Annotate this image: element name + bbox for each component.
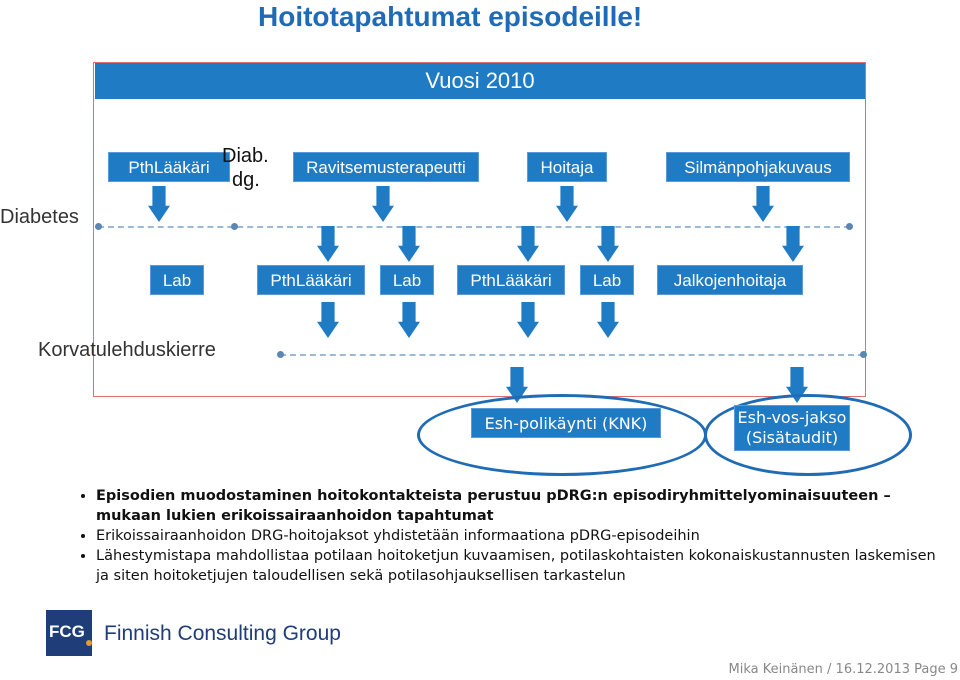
row2-pthlaakari-box: PthLääkäri [257, 265, 365, 295]
arrow-down-icon [517, 302, 539, 338]
arrow-down-icon [597, 302, 619, 338]
bullet-item: Erikoissairaanhoidon DRG-hoitojaksot yhd… [96, 526, 942, 546]
highlight-ellipse [704, 394, 912, 476]
logo-mark-text: FCG [49, 622, 85, 641]
timeline-dot [277, 351, 284, 358]
arrow-down-icon [148, 186, 170, 222]
logo-name: Finnish Consulting Group [104, 622, 341, 645]
diabetes-timeline [98, 226, 850, 228]
bullet-item: Episodien muodostaminen hoitokontakteist… [96, 486, 942, 526]
bullet-list: Episodien muodostaminen hoitokontakteist… [62, 486, 942, 586]
arrow-down-icon [398, 302, 420, 338]
arrow-down-icon [556, 186, 578, 222]
arrow-down-icon [517, 226, 539, 262]
arrow-down-icon [398, 226, 420, 262]
episode-label-korvatulehdus: Korvatulehduskierre [38, 339, 216, 361]
year-banner: Vuosi 2010 [95, 63, 865, 99]
timeline-dot [846, 223, 853, 230]
row2-lab-box: Lab [580, 265, 634, 295]
row2-jalkojenhoitaja-box: Jalkojenhoitaja [657, 265, 803, 295]
diagnosis-line-1: Diab. [222, 145, 269, 167]
korvatulehdus-timeline [280, 354, 864, 356]
esh-vos-jakso-line-1: Esh-vos-jakso [737, 408, 847, 427]
esh-vos-jakso-box: Esh-vos-jakso (Sisätaudit) [734, 405, 850, 451]
arrow-down-icon [317, 226, 339, 262]
arrow-down-icon [597, 226, 619, 262]
row2-pthlaakari-box: PthLääkäri [457, 265, 565, 295]
arrow-down-icon [782, 226, 804, 262]
footer: Mika Keinänen / 16.12.2013 Page 9 [728, 662, 958, 677]
episode-label-diabetes: Diabetes [0, 206, 79, 228]
arrow-down-icon [506, 367, 528, 403]
diagnosis-label: Diab. dg. [222, 144, 269, 192]
page-title: Hoitotapahtumat episodeille! [258, 1, 643, 32]
row1-ravitsemusterapeutti-box: Ravitsemusterapeutti [293, 152, 479, 182]
timeline-dot [231, 223, 238, 230]
bullet-item: Lähestymistapa mahdollistaa potilaan hoi… [96, 546, 942, 586]
arrow-down-icon [372, 186, 394, 222]
logo-dot-icon [86, 640, 92, 646]
row2-lab-box: Lab [380, 265, 434, 295]
row1-pthlaakari-box: PthLääkäri [108, 152, 230, 182]
diagnosis-line-2: dg. [232, 169, 260, 191]
logo-mark: FCG [46, 610, 92, 656]
esh-polikaynti-box: Esh-polikäynti (KNK) [471, 408, 661, 438]
year-frame [93, 62, 866, 397]
arrow-down-icon [752, 186, 774, 222]
row1-hoitaja-box: Hoitaja [527, 152, 607, 182]
row1-silmanpohjakuvaus-box: Silmänpohjakuvaus [666, 152, 850, 182]
row2-lab-box: Lab [150, 265, 204, 295]
esh-vos-jakso-line-2: (Sisätaudit) [745, 428, 839, 447]
timeline-dot [860, 351, 867, 358]
arrow-down-icon [317, 302, 339, 338]
timeline-dot [95, 223, 102, 230]
